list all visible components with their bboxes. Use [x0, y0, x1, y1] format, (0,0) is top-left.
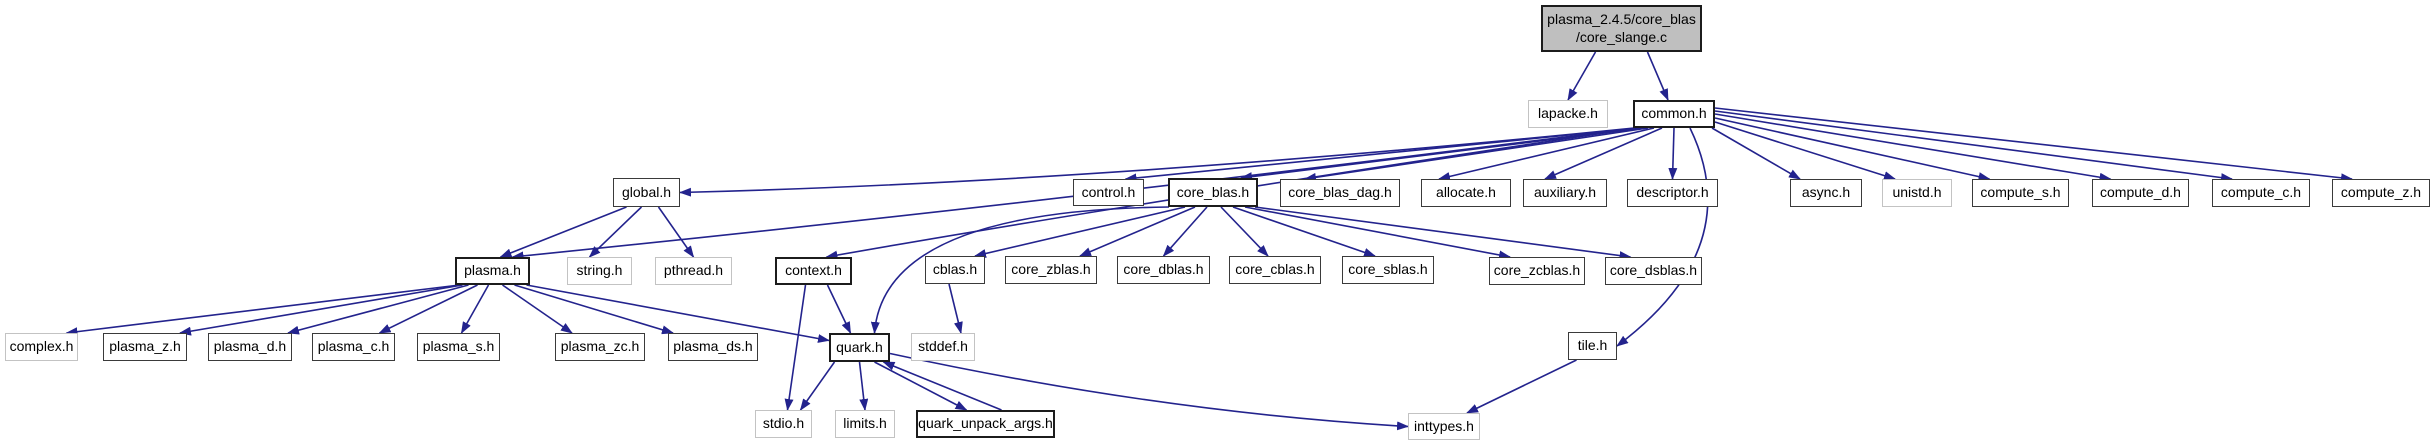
node-compute-z-h[interactable]: compute_z.h [2332, 179, 2430, 207]
edge-core-blas-h-to-core-cblas-h [1220, 206, 1269, 257]
node-lapacke-h: lapacke.h [1528, 100, 1608, 128]
node-common-h[interactable]: common.h [1633, 100, 1715, 128]
edge-quark-unpack-args-h-to-quark-h [882, 361, 1002, 411]
edge-global-h-to-plasma-h [499, 206, 627, 258]
edge-tile-h-to-inttypes-h [1466, 359, 1577, 414]
edge-quark-h-to-inttypes-h [889, 352, 1409, 431]
node-core-dsblas-h[interactable]: core_dsblas.h [1605, 257, 1702, 285]
node-compute-c-h[interactable]: compute_c.h [2212, 179, 2310, 207]
edge-quark-h-to-stdio-h [799, 361, 836, 411]
edge-global-h-to-string-h [588, 206, 643, 258]
node-auxiliary-h[interactable]: auxiliary.h [1523, 179, 1607, 207]
edge-quark-h-to-limits-h [858, 361, 869, 411]
node-core-zblas-h[interactable]: core_zblas.h [1005, 256, 1097, 284]
node-compute-d-h[interactable]: compute_d.h [2092, 179, 2189, 207]
edge-common-h-to-unistd-h [1714, 121, 1896, 180]
edge-plasma-h-to-quark-h [526, 284, 830, 343]
edge-core-blas-h-to-core-dsblas-h [1254, 206, 1632, 261]
node-plasma-s-h[interactable]: plasma_s.h [417, 333, 500, 361]
edge-common-h-to-allocate-h [1438, 127, 1655, 181]
node-plasma-c-h[interactable]: plasma_c.h [312, 333, 395, 361]
edge-root-to-common-h [1646, 51, 1669, 101]
edge-common-h-to-compute-z-h [1714, 107, 2353, 183]
node-cblas-h[interactable]: cblas.h [925, 256, 985, 284]
edge-context-h-to-quark-h [826, 284, 852, 334]
edge-context-h-to-stdio-h [784, 284, 807, 411]
edge-core-blas-h-to-cblas-h [974, 206, 1186, 258]
node-allocate-h[interactable]: allocate.h [1421, 179, 1511, 207]
edge-quark-h-to-quark-unpack-args-h [874, 361, 968, 411]
edge-core-blas-h-to-core-sblas-h [1232, 206, 1376, 257]
node-control-h[interactable]: control.h [1073, 179, 1144, 206]
edge-common-h-to-global-h [679, 127, 1635, 197]
node-plasma-d-h[interactable]: plasma_d.h [208, 333, 292, 361]
node-context-h[interactable]: context.h [775, 257, 852, 285]
edge-core-blas-h-to-core-zcblas-h [1244, 206, 1511, 260]
edge-cblas-h-to-stddef-h [948, 283, 963, 334]
node-stddef-h: stddef.h [911, 333, 975, 361]
node-core-blas-dag-h[interactable]: core_blas_dag.h [1280, 179, 1400, 207]
edge-plasma-h-to-plasma-s-h [460, 284, 490, 334]
node-string-h: string.h [567, 257, 632, 285]
edge-root-to-lapacke-h [1567, 51, 1597, 101]
edge-core-blas-h-to-core-zblas-h [1079, 206, 1196, 257]
edge-common-h-to-compute-d-h [1714, 113, 2112, 182]
edge-plasma-h-to-plasma-ds-h [514, 284, 674, 335]
edge-common-h-to-compute-c-h [1714, 110, 2233, 183]
edge-common-h-to-tile-h [1616, 127, 1709, 347]
edge-plasma-h-to-plasma-zc-h [502, 284, 573, 334]
node-core-dblas-h[interactable]: core_dblas.h [1117, 256, 1210, 284]
node-core-sblas-h[interactable]: core_sblas.h [1342, 256, 1434, 284]
node-plasma-ds-h[interactable]: plasma_ds.h [668, 333, 758, 361]
edge-core-blas-h-to-core-dblas-h [1162, 206, 1208, 257]
node-core-blas-h[interactable]: core_blas.h [1168, 178, 1258, 207]
node-descriptor-h[interactable]: descriptor.h [1627, 179, 1718, 207]
node-limits-h: limits.h [835, 410, 895, 438]
edge-common-h-to-async-h [1711, 127, 1801, 180]
edge-common-h-to-core-blas-dag-h [1304, 127, 1649, 182]
edge-common-h-to-core-blas-h [1240, 127, 1645, 182]
edge-global-h-to-pthread-h [657, 206, 695, 258]
node-complex-h: complex.h [5, 333, 78, 361]
node-compute-s-h[interactable]: compute_s.h [1972, 179, 2069, 207]
node-root: plasma_2.4.5/core_blas /core_slange.c [1541, 5, 1702, 52]
node-core-cblas-h[interactable]: core_cblas.h [1229, 256, 1321, 284]
node-tile-h[interactable]: tile.h [1568, 332, 1617, 360]
edge-core-blas-h-to-quark-h [870, 206, 1170, 334]
edge-common-h-to-auxiliary-h [1544, 127, 1663, 180]
node-plasma-z-h[interactable]: plasma_z.h [103, 333, 187, 361]
edge-common-h-to-control-h [1124, 127, 1641, 183]
edge-plasma-h-to-plasma-d-h [287, 284, 469, 335]
node-inttypes-h: inttypes.h [1408, 413, 1480, 440]
node-global-h[interactable]: global.h [613, 178, 680, 207]
node-unistd-h: unistd.h [1882, 179, 1952, 207]
node-stdio-h: stdio.h [755, 410, 812, 438]
edge-plasma-h-to-complex-h [65, 284, 460, 337]
node-quark-h[interactable]: quark.h [829, 333, 890, 362]
edge-common-h-to-descriptor-h [1668, 127, 1678, 180]
edge-plasma-h-to-plasma-z-h [179, 284, 463, 336]
edge-common-h-to-compute-s-h [1714, 117, 1991, 182]
node-quark-unpack-args-h[interactable]: quark_unpack_args.h [916, 410, 1055, 438]
edge-plasma-h-to-plasma-c-h [378, 284, 478, 334]
node-async-h[interactable]: async.h [1790, 179, 1862, 207]
node-pthread-h: pthread.h [655, 257, 732, 285]
node-plasma-h[interactable]: plasma.h [455, 257, 530, 285]
node-core-zcblas-h[interactable]: core_zcblas.h [1489, 257, 1585, 285]
node-plasma-zc-h[interactable]: plasma_zc.h [555, 333, 645, 361]
